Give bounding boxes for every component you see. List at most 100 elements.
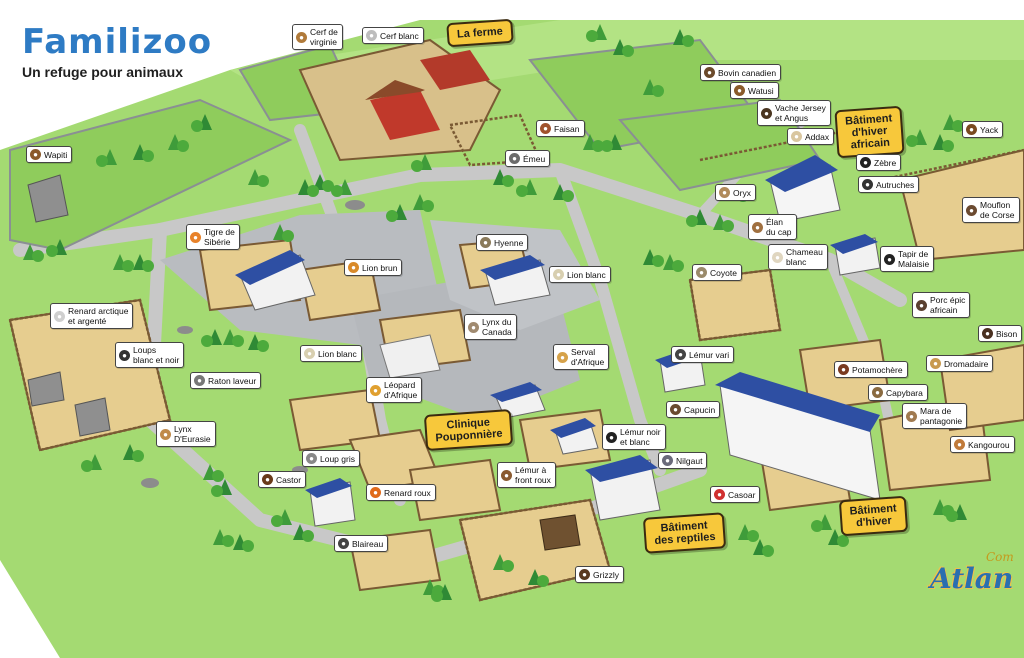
tree (123, 444, 144, 462)
tree (673, 29, 694, 47)
label-loup-gris[interactable]: ●Loup gris (302, 450, 360, 467)
badger-icon: ● (338, 538, 349, 549)
logo-title: Familizoo (22, 22, 213, 62)
label-wapiti[interactable]: ●Wapiti (26, 146, 73, 163)
tree (738, 524, 759, 542)
white-deer-icon: ● (366, 30, 377, 41)
label-loups-blanc-et-noir[interactable]: ●Loups blanc et noir (115, 342, 185, 368)
label-casoar[interactable]: ●Casoar (710, 486, 761, 503)
label-renard-roux[interactable]: ●Renard roux (366, 484, 436, 501)
label-zebre[interactable]: ●Zèbre (856, 154, 902, 171)
raccoon-icon: ● (194, 375, 205, 386)
label-lynx-deurasie[interactable]: ●Lynx D'Eurasie (156, 421, 216, 447)
label-kangourou[interactable]: ●Kangourou (950, 436, 1015, 453)
label-nilgaut[interactable]: ●Nilgaut (658, 452, 708, 469)
eurasian-lynx-icon: ● (160, 428, 171, 440)
atlantide-brand-logo: Com Atlan (924, 550, 1024, 620)
grizzly-icon: ● (579, 569, 590, 580)
trees (23, 24, 967, 602)
label-emeu[interactable]: ●Émeu (505, 150, 551, 167)
label-batiment-hiver[interactable]: Bâtiment d'hiver (838, 495, 909, 537)
label-dromadaire[interactable]: ●Dromadaire (926, 355, 994, 372)
tree (431, 584, 452, 602)
tree (613, 39, 634, 57)
label-leopard-dafrique[interactable]: ●Léopard d'Afrique (366, 377, 423, 403)
label-renard-arctique-argente[interactable]: ●Renard arctique et argenté (50, 303, 134, 329)
label-potamochere[interactable]: ●Potamochère (834, 361, 908, 378)
label-lemur-a-front-roux[interactable]: ●Lémur à front roux (497, 462, 556, 488)
ostrich-icon: ● (862, 179, 873, 190)
label-lion-brun[interactable]: ●Lion brun (344, 259, 403, 276)
wolf-icon: ● (119, 349, 130, 361)
tree (643, 249, 664, 267)
tree (753, 539, 774, 557)
tree (411, 154, 432, 172)
label-oryx[interactable]: ●Oryx (715, 184, 756, 201)
label-chameau-blanc[interactable]: ●Chameau blanc (768, 244, 828, 270)
label-capybara[interactable]: ●Capybara (868, 384, 928, 401)
tree (211, 479, 232, 497)
label-lion-blanc-west[interactable]: ●Lion blanc (300, 345, 362, 362)
label-cerf-de-virginie[interactable]: ●Cerf de virginie (292, 24, 343, 50)
label-clinique-pouponniere[interactable]: Clinique Pouponnière (423, 409, 514, 451)
tree (943, 114, 964, 132)
zebra-icon: ● (860, 157, 871, 168)
elk-icon: ● (30, 149, 41, 160)
tree (493, 169, 514, 187)
tree (201, 329, 222, 347)
tree (933, 134, 954, 152)
label-serval-dafrique[interactable]: ●Serval d'Afrique (553, 344, 610, 370)
tree (203, 464, 224, 482)
label-lion-blanc-east[interactable]: ●Lion blanc (549, 266, 611, 283)
label-cerf-blanc[interactable]: ●Cerf blanc (362, 27, 424, 44)
grey-wolf-icon: ● (306, 453, 317, 464)
label-castor[interactable]: ●Castor (258, 471, 307, 488)
label-autruches[interactable]: ●Autruches (858, 176, 920, 193)
label-yack[interactable]: ●Yack (962, 121, 1004, 138)
label-raton-laveur[interactable]: ●Raton laveur (190, 372, 262, 389)
red-fox-icon: ● (370, 487, 381, 498)
label-lemur-noir-et-blanc[interactable]: ●Lémur noir et blanc (602, 424, 666, 450)
label-mara-de-pantagonie[interactable]: ●Mara de pantagonie (902, 403, 968, 429)
label-elan-du-cap[interactable]: ●Élan du cap (748, 214, 797, 240)
familizoo-logo: Familizoo Un refuge pour animaux (22, 22, 212, 80)
label-watusi[interactable]: ●Watusi (730, 82, 779, 99)
tree (81, 454, 102, 472)
tree (528, 569, 549, 587)
label-faisan[interactable]: ●Faisan (536, 120, 585, 137)
label-mouflon-de-corse[interactable]: ●Mouflon de Corse (962, 197, 1020, 223)
tree (23, 244, 44, 262)
white-lion-icon: ● (304, 348, 315, 359)
watusi-icon: ● (734, 85, 745, 96)
label-addax[interactable]: ●Addax (787, 128, 835, 145)
beaver-icon: ● (262, 474, 273, 485)
label-grizzly[interactable]: ●Grizzly (575, 566, 624, 583)
label-lynx-du-canada[interactable]: ●Lynx du Canada (464, 314, 517, 340)
tree (293, 524, 314, 542)
tree (946, 504, 967, 522)
logo-subtitle: Un refuge pour animaux (22, 64, 184, 80)
label-batiment-reptiles[interactable]: Bâtiment des reptiles (642, 512, 727, 554)
label-tigre-de-siberie[interactable]: ●Tigre de Sibérie (186, 224, 240, 250)
label-blaireau[interactable]: ●Blaireau (334, 535, 389, 552)
label-tapir-de-malaisie[interactable]: ●Tapir de Malaisie (880, 246, 935, 272)
label-la-ferme[interactable]: La ferme (446, 18, 514, 48)
label-capucin[interactable]: ●Capucin (666, 401, 721, 418)
label-vache-jersey-angus[interactable]: ●Vache Jersey et Angus (757, 100, 831, 126)
lion-icon: ● (348, 262, 359, 273)
brand-main-text: Atlan (930, 562, 1014, 595)
capuchin-icon: ● (670, 404, 681, 415)
tree (331, 179, 352, 197)
label-batiment-hiver-africain[interactable]: Bâtiment d'hiver africain (834, 105, 905, 159)
deer-icon: ● (296, 31, 307, 43)
label-bison[interactable]: ●Bison (978, 325, 1023, 342)
label-hyenne[interactable]: ●Hyenne (476, 234, 529, 251)
label-porc-epic-africain[interactable]: ●Porc épic africain (912, 292, 971, 318)
tree (828, 529, 849, 547)
label-coyote[interactable]: ●Coyote (692, 264, 742, 281)
label-lemur-vari[interactable]: ●Lémur vari (671, 346, 735, 363)
serval-icon: ● (557, 351, 568, 363)
label-bovin-canadien[interactable]: ●Bovin canadien (700, 64, 782, 81)
